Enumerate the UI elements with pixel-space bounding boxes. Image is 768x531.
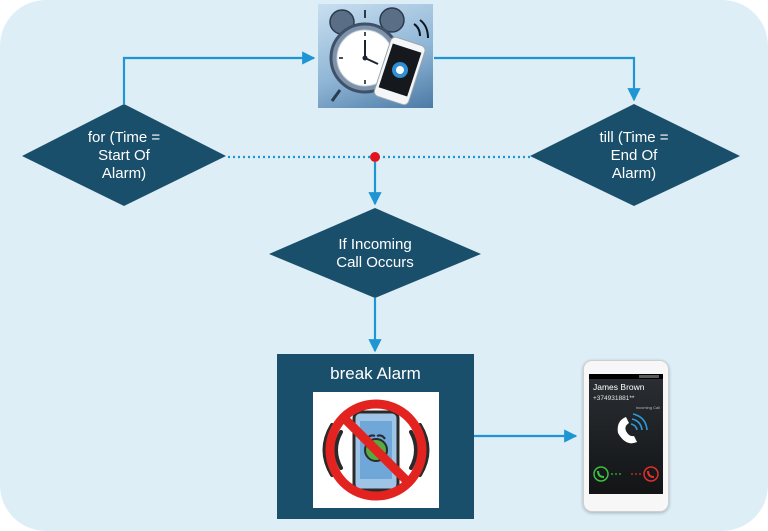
till-condition-diamond xyxy=(530,104,740,206)
alarm-clock-icon xyxy=(318,4,433,108)
till-condition-line-3: Alarm) xyxy=(611,165,657,182)
merge-dot xyxy=(370,152,380,162)
for-condition-diamond xyxy=(22,104,226,206)
till-condition-line-1: till (Time = xyxy=(599,129,669,146)
till-condition-line-2: End Of xyxy=(610,147,658,164)
if-incoming-label: If Incoming Call Occurs xyxy=(315,236,435,272)
break-alarm-title: break Alarm xyxy=(330,364,421,383)
phone-handset-icon xyxy=(617,413,648,444)
for-condition-line-1: for (Time = xyxy=(87,129,161,146)
till-condition-label: till (Time = End Of Alarm) xyxy=(579,129,689,183)
call-status: Incoming Call xyxy=(635,405,660,410)
answer-call-icon xyxy=(593,466,609,482)
for-condition-line-2: Start Of xyxy=(98,147,150,164)
incoming-call-phone: James Brown +374931881** Incoming Call xyxy=(583,360,669,512)
decline-call-icon xyxy=(643,466,659,482)
caller-number: +374931881** xyxy=(593,395,635,402)
for-condition-label: for (Time = Start Of Alarm) xyxy=(69,129,179,183)
break-alarm-box: break Alarm xyxy=(277,354,474,519)
if-incoming-diamond xyxy=(269,208,481,298)
alarm-to-till-arrow xyxy=(434,56,641,102)
if-incoming-line-1: If Incoming xyxy=(338,236,412,253)
no-ringing-phone-icon xyxy=(313,392,439,508)
phone-screen: James Brown +374931881** Incoming Call xyxy=(589,374,663,494)
if-incoming-line-2: Call Occurs xyxy=(336,254,414,271)
caller-name: James Brown xyxy=(593,382,645,392)
for-to-alarm-arrow xyxy=(122,51,316,104)
for-condition-line-3: Alarm) xyxy=(101,165,147,182)
